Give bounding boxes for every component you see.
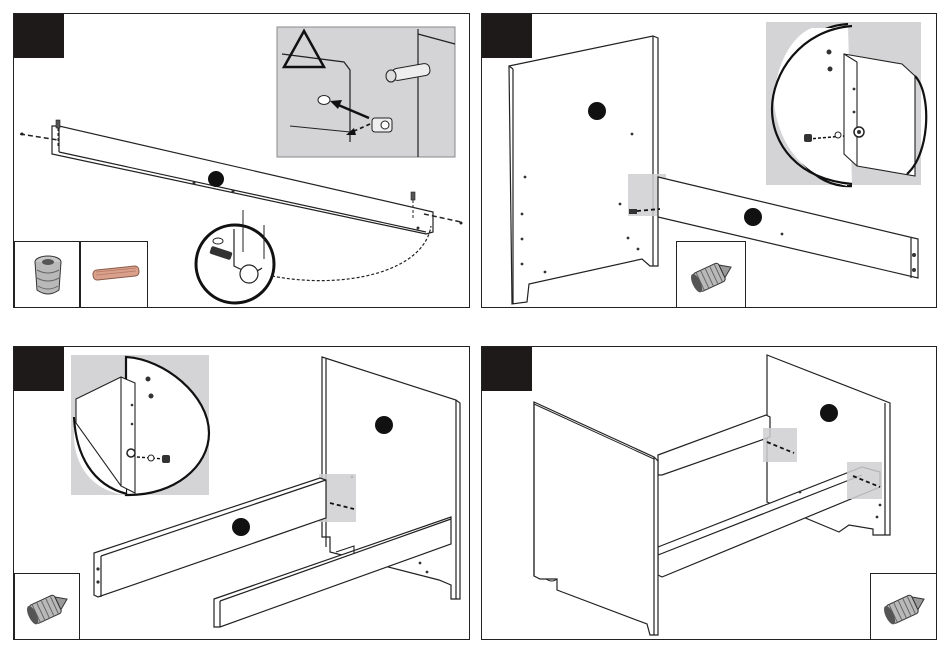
part-thumbnail xyxy=(676,241,746,308)
part-marker xyxy=(588,102,606,120)
joint-highlight xyxy=(763,428,797,462)
part-marker xyxy=(744,208,762,226)
cam-bolt-detail xyxy=(372,118,392,132)
magnifier-detail xyxy=(196,210,274,303)
step-panel-3 xyxy=(13,346,470,640)
end-panel xyxy=(509,36,658,304)
part-thumbnail xyxy=(14,241,80,308)
part-marker xyxy=(820,404,838,422)
part-thumbnail xyxy=(80,241,148,308)
cam-insert-icon xyxy=(15,574,81,640)
step-3-illustration xyxy=(14,347,470,640)
step-panel-2 xyxy=(481,13,937,308)
part-marker xyxy=(232,518,250,536)
step-4-illustration xyxy=(482,347,937,640)
part-thumbnail xyxy=(14,573,80,640)
cam-insert-icon xyxy=(15,242,81,308)
step-panel-4 xyxy=(481,346,937,640)
cam-insert-icon xyxy=(677,242,747,308)
part-thumbnail xyxy=(870,573,937,640)
detail-inset xyxy=(277,27,455,157)
part-marker xyxy=(375,416,393,434)
end-panel-front xyxy=(534,402,658,635)
joint-highlight xyxy=(847,462,882,499)
cam-insert-icon xyxy=(871,574,937,640)
wooden-dowel-icon xyxy=(81,242,149,308)
step-panel-1 xyxy=(13,13,470,308)
end-panel-detail xyxy=(844,54,915,176)
part-marker xyxy=(208,171,224,187)
top-rail xyxy=(658,415,770,475)
